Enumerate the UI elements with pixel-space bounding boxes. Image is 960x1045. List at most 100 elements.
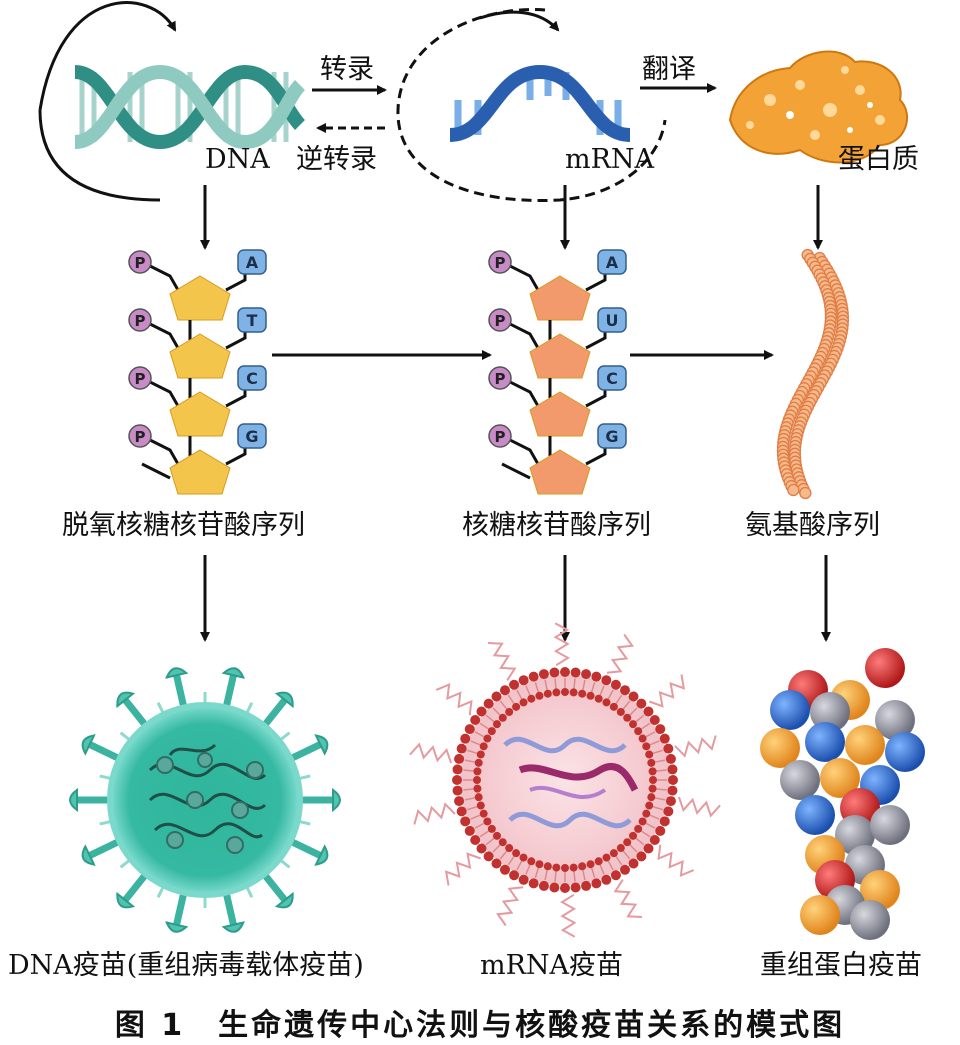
lipid-head-outer	[476, 706, 487, 717]
spike-head	[332, 788, 341, 812]
lipid-head-outer	[649, 835, 660, 846]
dna-base-letter: A	[246, 253, 259, 272]
lipid-head-inner	[476, 801, 485, 810]
dna-sugar	[169, 449, 231, 495]
lipid-head-outer	[663, 806, 674, 817]
dna-base-box	[237, 365, 267, 391]
peg-chain	[677, 796, 721, 818]
lipid-head-outer	[659, 733, 670, 744]
virus-vector-icon	[69, 667, 341, 933]
lipid-head-inner	[535, 691, 544, 700]
rna-phosphate-letter: P	[495, 312, 506, 330]
rna-phosphate	[488, 250, 512, 274]
lipid-head-outer	[456, 806, 467, 817]
spike-stem	[122, 697, 149, 728]
lipid-head-inner	[498, 713, 507, 722]
peg-chain	[413, 802, 456, 825]
ribonucleotide-seq-label: 核糖核苷酸序列	[462, 510, 651, 541]
rna-base-letter: U	[606, 311, 619, 330]
lipid-head-outer	[460, 816, 471, 827]
lipid-head-inner	[602, 853, 611, 862]
lipid-head-inner	[479, 809, 488, 818]
lipid-head-inner	[474, 758, 483, 767]
lipid-head-outer	[499, 685, 510, 696]
spike-head	[314, 844, 329, 866]
dna-base-box	[237, 249, 267, 275]
rna-base-box	[597, 423, 627, 449]
lipid-head-inner	[602, 698, 611, 707]
atom-sphere	[875, 700, 915, 740]
rna-phosphate-letter: P	[495, 370, 506, 388]
lipid-head-inner	[629, 720, 638, 729]
lipid-head-inner	[616, 707, 625, 716]
spike-head	[221, 667, 245, 679]
lipid-head-inner	[645, 750, 654, 759]
lipid-head-outer	[560, 883, 570, 893]
lipid-head-inner	[594, 694, 603, 703]
lipid-head-outer	[610, 870, 621, 881]
lipid-head-inner	[648, 767, 657, 776]
dna-phosphate-letter: P	[135, 312, 146, 330]
lipid-head-outer	[628, 691, 639, 702]
mrna-strand-icon	[396, 8, 667, 203]
rna-base-box	[597, 365, 627, 391]
spike-stem	[122, 872, 149, 903]
lipid-head-inner	[492, 720, 501, 729]
lipid-head-outer	[476, 843, 487, 854]
lipid-head-inner	[616, 844, 625, 853]
lipid-head-outer	[620, 864, 631, 875]
protein-label: 蛋白质	[838, 144, 919, 175]
lipid-head-outer	[591, 878, 602, 889]
lipid-head-inner	[473, 776, 481, 784]
dna-base-letter: T	[247, 311, 258, 330]
lipid-head-inner	[645, 801, 654, 810]
lipid-head-outer	[665, 796, 676, 807]
peg-chain	[409, 742, 453, 764]
dna-base-box	[237, 307, 267, 333]
spike-head	[165, 667, 189, 679]
lipid-head-inner	[519, 698, 528, 707]
lipid-head-inner	[649, 776, 657, 784]
lipid-head-inner	[512, 702, 521, 711]
peg-chain	[488, 642, 517, 681]
lipid-head-inner	[473, 767, 482, 776]
lipid-head-inner	[527, 857, 536, 866]
lipid-head-outer	[643, 706, 654, 717]
dna-base-letter: C	[246, 369, 258, 388]
lipid-head-inner	[586, 860, 595, 869]
protein-vaccine-label: 重组蛋白疫苗	[760, 950, 922, 981]
lipid-head-outer	[549, 667, 560, 678]
spike-stem	[88, 741, 121, 762]
peg-chain	[560, 893, 577, 938]
peg-chain	[674, 735, 717, 758]
lipid-head-outer	[643, 843, 654, 854]
lipid-head-inner	[535, 860, 544, 869]
lipid-head-inner	[623, 838, 632, 847]
peg-chain	[435, 683, 473, 716]
lipid-head-outer	[454, 796, 465, 807]
rna-sugar	[529, 275, 591, 321]
lipid-head-outer	[470, 835, 481, 846]
lipid-head-inner	[623, 713, 632, 722]
dna-label: DNA	[205, 144, 270, 175]
lipid-head-inner	[483, 817, 492, 826]
dna-helix-icon	[38, 1, 306, 202]
lipid-head-outer	[655, 724, 666, 735]
spike-stem	[289, 838, 322, 859]
lipid-head-outer	[483, 851, 494, 862]
lipid-head-inner	[578, 689, 587, 698]
lipid-nanoparticle-icon	[409, 622, 721, 938]
atom-sphere	[865, 648, 905, 688]
peg-chain	[444, 852, 482, 886]
lipid-head-outer	[491, 858, 502, 869]
dna-vaccine-label: DNA疫苗(重组病毒载体疫苗)	[8, 950, 364, 981]
lipid-head-outer	[610, 679, 621, 690]
lipid-head-outer	[499, 864, 510, 875]
spike-stem	[261, 872, 288, 903]
spike-head	[81, 844, 96, 866]
lipid-head-inner	[648, 784, 657, 793]
dna-base-letter: G	[245, 427, 258, 446]
dna-sugar	[169, 333, 231, 379]
